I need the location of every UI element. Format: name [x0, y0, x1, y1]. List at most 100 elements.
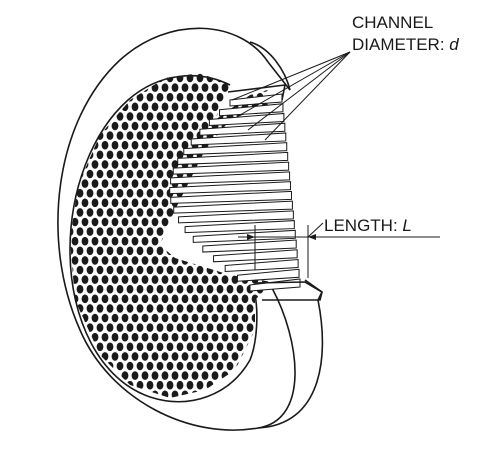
channel-hole: [121, 275, 129, 284]
channel-hole: [141, 294, 149, 304]
channel-hole: [226, 284, 234, 294]
channel-hole: [176, 246, 184, 256]
channel-hole: [101, 236, 109, 246]
channel-hole: [86, 208, 94, 217]
channel-hole: [206, 323, 214, 332]
channel-hole: [166, 323, 174, 332]
channel-hole: [111, 332, 119, 342]
channel-hole: [121, 332, 129, 342]
channel-hole: [176, 342, 184, 352]
channel-hole: [116, 361, 124, 371]
channel-hole: [166, 227, 174, 236]
channel-hole: [146, 284, 154, 294]
channel-hole: [171, 256, 179, 265]
channel-wall: [202, 239, 297, 253]
channel-hole: [211, 275, 219, 284]
channel-hole: [166, 169, 174, 179]
channel-hole: [171, 332, 179, 342]
channel-hole: [96, 284, 104, 294]
channel-hole: [71, 256, 79, 265]
channel-hole: [146, 92, 154, 102]
channel-hole: [151, 140, 159, 150]
channel-hole: [146, 188, 154, 198]
channel-hole: [91, 294, 99, 304]
channel-hole: [236, 73, 244, 83]
channel-hole: [81, 275, 89, 284]
channel-hole: [246, 304, 254, 313]
channel-hole: [241, 371, 249, 380]
channel-hole: [81, 217, 89, 227]
channel-hole: [106, 169, 114, 179]
channel-hole: [196, 361, 204, 371]
channel-hole: [236, 284, 244, 294]
channel-hole: [236, 323, 244, 332]
channel-hole: [216, 265, 224, 275]
channel-hole: [256, 323, 264, 332]
length-variable: L: [402, 216, 411, 235]
channel-hole: [191, 313, 199, 323]
channel-hole: [176, 304, 184, 313]
channel-hole: [216, 361, 224, 371]
channel-hole: [171, 371, 179, 380]
channel-hole: [96, 208, 104, 217]
channel-hole: [121, 217, 129, 227]
channel-hole: [106, 246, 114, 256]
channel-hole: [161, 352, 169, 361]
channel-hole: [241, 390, 249, 398]
channel-hole: [201, 256, 209, 265]
channel-hole: [86, 361, 94, 371]
channel-hole: [141, 313, 149, 323]
channel-hole: [161, 217, 169, 227]
channel-hole: [191, 371, 199, 380]
channel-hole: [131, 160, 139, 169]
channel-hole: [91, 390, 99, 398]
channel-hole: [131, 102, 139, 112]
channel-hole: [136, 265, 144, 275]
channel-hole: [186, 304, 194, 313]
channel-wall: [172, 161, 290, 175]
channel-hole: [186, 112, 194, 121]
channel-hole: [151, 83, 159, 92]
channel-hole: [221, 83, 229, 92]
channel-hole: [246, 342, 254, 352]
channel-hole: [81, 352, 89, 361]
channel-hole: [111, 83, 119, 92]
channel-hole: [111, 140, 119, 150]
channel-hole: [161, 140, 169, 150]
channel-hole: [251, 371, 259, 380]
channel-hole: [131, 275, 139, 284]
channel-hole: [136, 227, 144, 236]
channel-hole: [206, 92, 214, 102]
channel-hole: [166, 265, 174, 275]
channel-hole: [246, 323, 254, 332]
channel-hole: [141, 371, 149, 380]
channel-wall: [169, 181, 292, 195]
channel-hole: [261, 294, 269, 304]
channel-hole: [141, 275, 149, 284]
channel-hole: [151, 217, 159, 227]
channel-hole: [101, 198, 109, 208]
channel-hole: [116, 112, 124, 121]
channel-wall: [236, 268, 300, 282]
channel-hole: [186, 73, 194, 83]
channel-hole: [76, 227, 84, 236]
channel-hole: [246, 380, 254, 390]
channel-hole: [221, 390, 229, 398]
channel-hole: [141, 140, 149, 150]
channel-hole: [121, 83, 129, 92]
channel-hole: [161, 390, 169, 398]
channel-hole: [221, 275, 229, 284]
channel-hole: [121, 236, 129, 246]
channel-hole: [236, 361, 244, 371]
channel-hole: [136, 246, 144, 256]
channel-hole: [86, 131, 94, 140]
channel-hole: [231, 275, 239, 284]
channel-hole: [166, 92, 174, 102]
channel-hole: [156, 304, 164, 313]
channel-hole: [196, 342, 204, 352]
channel-hole: [111, 179, 119, 188]
channel-hole: [231, 352, 239, 361]
channel-hole: [156, 323, 164, 332]
channel-hole: [121, 198, 129, 208]
channel-hole: [166, 380, 174, 390]
